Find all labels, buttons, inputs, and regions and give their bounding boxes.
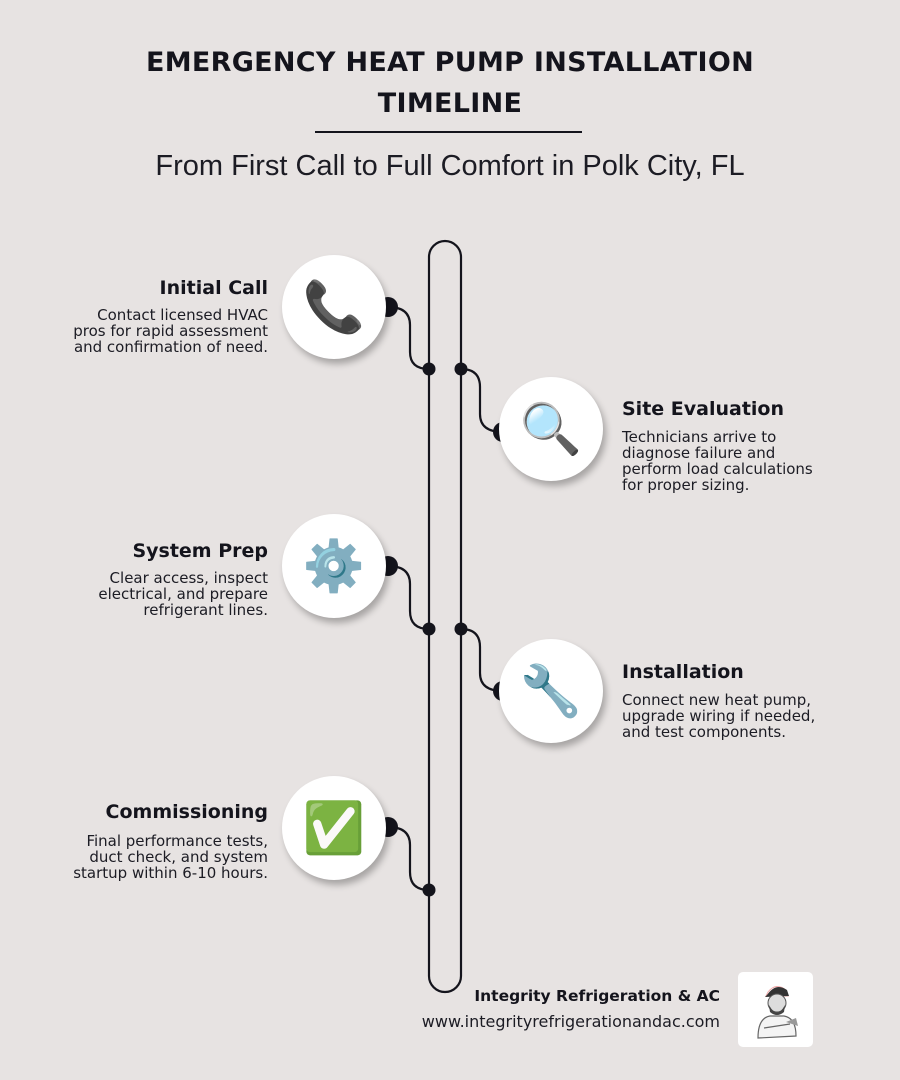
desc-line: refrigerant lines.	[143, 601, 268, 619]
title-divider	[315, 131, 582, 133]
check-mark-icon: ✅	[282, 776, 386, 880]
step-description: Technicians arrive to diagnose failure a…	[622, 429, 813, 493]
step-description: Clear access, inspect electrical, and pr…	[98, 570, 268, 618]
step-description: Contact licensed HVAC pros for rapid ass…	[73, 307, 268, 355]
desc-line: upgrade wiring if needed,	[622, 707, 816, 725]
desc-line: perform load calculations	[622, 460, 813, 478]
step-description: Final performance tests, duct check, and…	[73, 833, 268, 881]
page-title: EMERGENCY HEAT PUMP INSTALLATION TIMELIN…	[0, 42, 900, 124]
desc-line: duct check, and system	[89, 848, 268, 866]
step-description: Connect new heat pump, upgrade wiring if…	[622, 692, 815, 740]
desc-line: startup within 6-10 hours.	[73, 864, 268, 882]
desc-line: Clear access, inspect	[109, 569, 268, 587]
desc-line: Final performance tests,	[86, 832, 268, 850]
title-line-2: TIMELINE	[377, 88, 523, 119]
title-line-1: EMERGENCY HEAT PUMP INSTALLATION	[145, 47, 755, 78]
step-title: Site Evaluation	[622, 398, 785, 420]
desc-line: and test components.	[622, 723, 787, 741]
step-title: Initial Call	[159, 277, 268, 299]
desc-line: diagnose failure and	[622, 444, 776, 462]
desc-line: pros for rapid assessment	[73, 322, 268, 340]
wrench-icon: 🔧	[499, 639, 603, 743]
step-title: System Prep	[132, 540, 268, 562]
telephone-icon: 📞	[282, 255, 386, 359]
desc-line: electrical, and prepare	[98, 585, 268, 603]
desc-line: and confirmation of need.	[73, 338, 268, 356]
desc-line: Connect new heat pump,	[622, 691, 812, 709]
magnifying-glass-icon: 🔍	[499, 377, 603, 481]
desc-line: for proper sizing.	[622, 476, 750, 494]
technician-logo-icon	[756, 985, 798, 1039]
company-name: Integrity Refrigeration & AC	[474, 987, 720, 1005]
company-logo	[738, 972, 813, 1047]
step-title: Commissioning	[105, 801, 268, 823]
step-title: Installation	[622, 661, 744, 683]
subtitle: From First Call to Full Comfort in Polk …	[155, 150, 745, 182]
gear-icon: ⚙️	[282, 514, 386, 618]
company-website-link[interactable]: www.integrityrefrigerationandac.com	[421, 1012, 720, 1031]
desc-line: Contact licensed HVAC	[97, 306, 268, 324]
desc-line: Technicians arrive to	[622, 428, 777, 446]
